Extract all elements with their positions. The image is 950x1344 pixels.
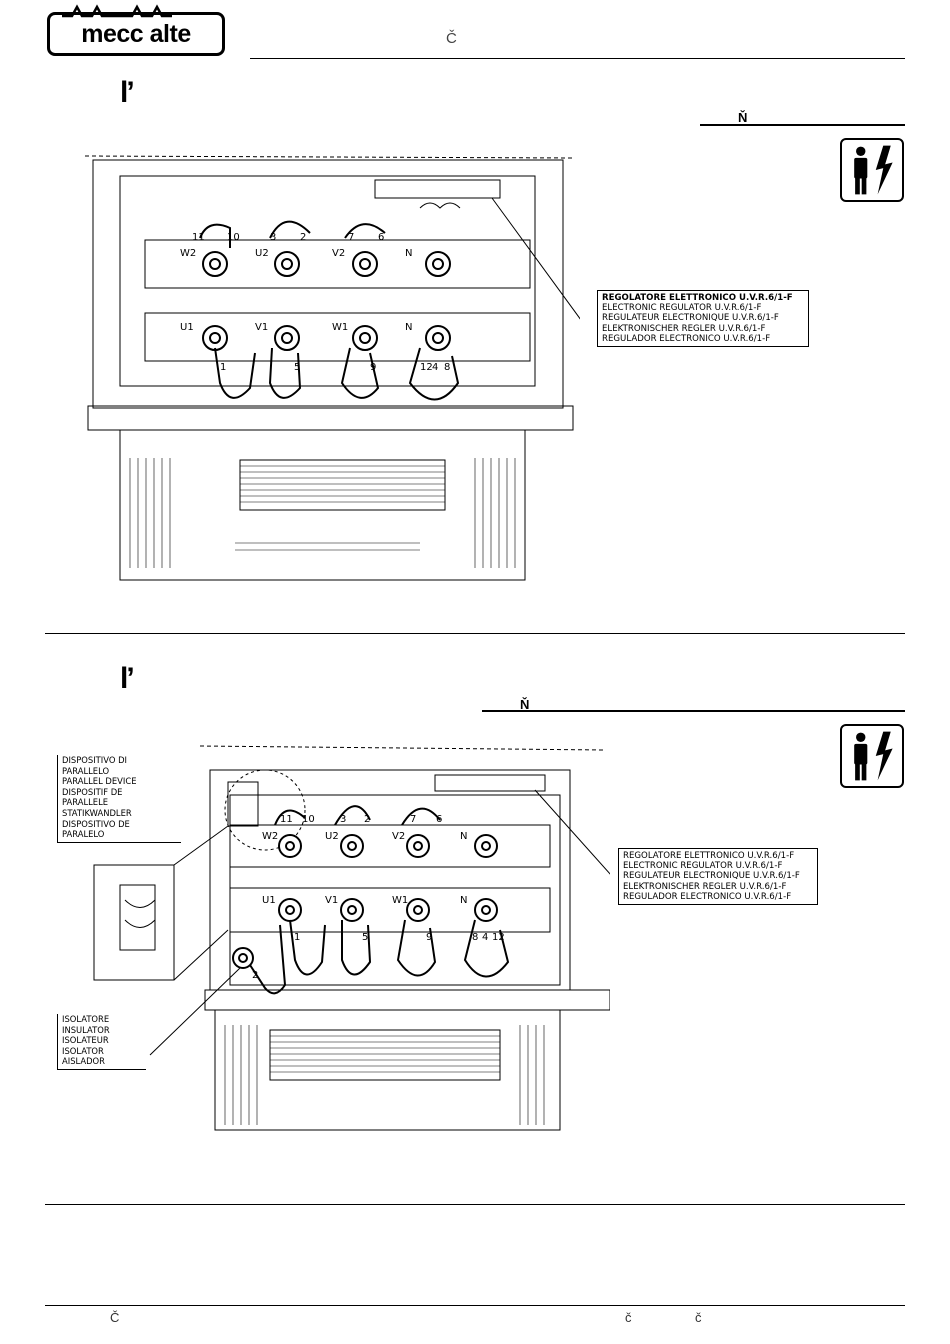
wire-number: 12: [492, 932, 505, 943]
wire-number: 3: [340, 814, 346, 825]
brand-logo-text: mecc alte: [81, 19, 191, 48]
logo-wave-icon: [62, 4, 172, 18]
parallel-device-label: DISPOSITIVO DI PARALLELO PARALLEL DEVICE…: [57, 755, 181, 843]
label-line: ISOLATORE: [62, 1014, 110, 1024]
wire-number: 11: [192, 232, 205, 243]
wire-number: 6: [436, 814, 442, 825]
wire-number: 8: [444, 362, 450, 373]
label-line: REGULATEUR ELECTRONIQUE U.V.R.6/1-F: [602, 313, 779, 324]
wire-number: 1: [220, 362, 226, 373]
label-line: ELECTRONIC REGULATOR U.V.R.6/1-F: [623, 861, 783, 872]
label-line: ISOLATOR: [62, 1045, 104, 1056]
terminal-label: U2: [325, 831, 339, 842]
wire-number: 2: [252, 970, 258, 981]
section2-subheading-rule: [482, 710, 905, 712]
insulator-label: ISOLATORE INSULATOR ISOLATEUR ISOLATOR A…: [57, 1014, 146, 1070]
label-line: DISPOSITIF DE: [62, 786, 123, 797]
section1-heading: l’: [120, 76, 135, 109]
terminal-label: V1: [325, 895, 338, 906]
wire-number: 12: [420, 362, 433, 373]
terminal-label: U2: [255, 248, 269, 259]
wire-number: 6: [378, 232, 384, 243]
wire-number: 10: [227, 232, 240, 243]
wire-number: 1: [294, 932, 300, 943]
section-divider-2: [45, 1204, 905, 1205]
terminal-label: N: [460, 831, 467, 842]
section1-subheading: Ň: [738, 110, 748, 125]
label-line: DISPOSITIVO DI: [62, 755, 128, 765]
footer-rule: [45, 1305, 905, 1306]
label-line: ELECTRONIC REGULATOR U.V.R.6/1-F: [602, 303, 762, 314]
label-line: DISPOSITIVO DE: [62, 818, 130, 829]
wire-number: 7: [410, 814, 416, 825]
label-line: STATIKWANDLER: [62, 807, 132, 818]
label-line: PARALLELE: [62, 797, 109, 808]
terminal-label: W1: [332, 322, 348, 333]
wiring-diagram-2: W2 U2 V2 N U1 V1 W1 N 11 10 3 2 7 6 1 5 …: [93, 745, 610, 1131]
regulator-label-1: REGOLATORE ELETTRONICO U.V.R.6/1-F ELECT…: [597, 290, 809, 348]
header-rule: [250, 58, 905, 59]
label-line: PARALELO: [62, 829, 105, 840]
label-line: PARALLELO: [62, 765, 110, 776]
wire-number: 11: [280, 814, 293, 825]
wire-number: 2: [364, 814, 370, 825]
terminal-label: W2: [262, 831, 278, 842]
wire-number: 2: [300, 232, 306, 243]
terminal-label: V2: [392, 831, 405, 842]
wiring-diagram-1: W2 U2 V2 N U1 V1 W1 N 11 10 3 2 7 6 1 5 …: [84, 155, 580, 581]
label-line: REGOLATORE ELETTRONICO U.V.R.6/1-F: [623, 851, 795, 861]
label-line: REGULATEUR ELECTRONIQUE U.V.R.6/1-F: [623, 871, 800, 882]
terminal-label: U1: [180, 322, 194, 333]
terminal-label: N: [460, 895, 467, 906]
label-line: REGOLATORE ELETTRONICO U.V.R.6/1-F: [602, 293, 793, 303]
wire-number: 5: [294, 362, 300, 373]
header-char: Č: [446, 30, 457, 47]
terminal-label: W1: [392, 895, 408, 906]
section2-subheading: Ň: [520, 697, 530, 712]
wire-number: 9: [370, 362, 376, 373]
section2-heading: l’: [120, 662, 135, 695]
electrical-hazard-icon: [840, 724, 904, 788]
electrical-hazard-icon: [840, 138, 904, 202]
section-divider-1: [45, 633, 905, 634]
footer-right-char: č: [695, 1310, 702, 1325]
wire-number: 5: [362, 932, 368, 943]
wire-number: 4: [432, 362, 438, 373]
wire-number: 7: [348, 232, 354, 243]
brand-logo: mecc alte: [47, 12, 225, 56]
wire-number: 9: [426, 932, 432, 943]
footer-mid-char: č: [625, 1310, 632, 1325]
regulator-label-2: REGOLATORE ELETTRONICO U.V.R.6/1-F ELECT…: [618, 848, 818, 906]
terminal-label: V1: [255, 322, 268, 333]
wire-number: 8: [472, 932, 478, 943]
wire-number: 10: [302, 814, 315, 825]
terminal-label: N: [405, 322, 412, 333]
footer-left-char: Č: [110, 1310, 120, 1325]
terminal-label: N: [405, 248, 412, 259]
label-line: PARALLEL DEVICE: [62, 776, 137, 787]
label-line: ELEKTRONISCHER REGLER U.V.R.6/1-F: [602, 323, 766, 334]
label-line: REGULADOR ELECTRONICO U.V.R.6/1-F: [602, 333, 771, 344]
label-line: ELEKTRONISCHER REGLER U.V.R.6/1-F: [623, 881, 787, 892]
wire-number: 4: [482, 932, 488, 943]
terminal-label: W2: [180, 248, 196, 259]
section1-subheading-rule: [700, 124, 905, 126]
label-line: REGULADOR ELECTRONICO U.V.R.6/1-F: [623, 891, 792, 902]
terminal-label: V2: [332, 248, 345, 259]
wire-number: 3: [270, 232, 276, 243]
label-line: ISOLATEUR: [62, 1035, 109, 1046]
terminal-label: U1: [262, 895, 276, 906]
label-line: INSULATOR: [62, 1024, 110, 1035]
label-line: AISLADOR: [62, 1056, 105, 1067]
